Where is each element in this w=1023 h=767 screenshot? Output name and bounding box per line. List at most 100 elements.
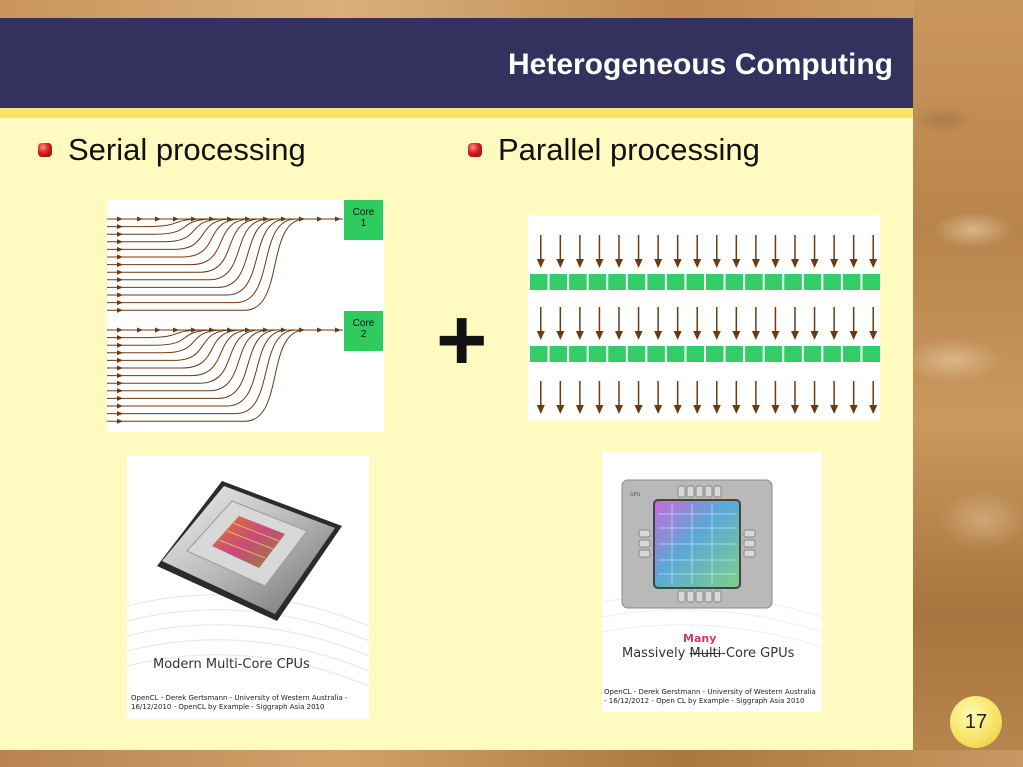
- serial-flow-arrow: [299, 327, 305, 333]
- parallel-row: [530, 381, 880, 436]
- background-bottom-strip: [0, 750, 1023, 767]
- serial-input-path: [107, 329, 343, 399]
- serial-flow-arrow: [227, 216, 233, 222]
- parallel-lane-arrow: [634, 405, 643, 414]
- parallel-lane-arrow: [634, 331, 643, 340]
- parallel-core-block: [745, 274, 763, 290]
- gpu-caption: Massively Multi-Core GPUs: [622, 646, 794, 661]
- parallel-lane-arrow: [536, 259, 545, 268]
- parallel-lane-arrow: [751, 331, 760, 340]
- parallel-lane-arrow: [810, 259, 819, 268]
- parallel-core-block: [666, 346, 685, 362]
- parallel-lane-arrow: [751, 259, 760, 268]
- serial-input-path: [107, 329, 343, 384]
- parallel-lane-arrow: [654, 331, 663, 340]
- parallel-core-block: [842, 274, 861, 290]
- parallel-core-block: [647, 274, 665, 290]
- parallel-core-block: [706, 274, 724, 290]
- parallel-lane-arrow: [595, 259, 604, 268]
- parallel-lane-arrow: [791, 331, 799, 340]
- parallel-lane-arrow: [673, 331, 682, 340]
- parallel-lane-arrow: [556, 405, 565, 414]
- serial-flow-arrow: [191, 327, 197, 333]
- parallel-lane-arrow: [849, 331, 858, 340]
- parallel-lane-arrow: [712, 259, 721, 268]
- parallel-core-block: [725, 274, 744, 290]
- title-underline: [0, 108, 913, 118]
- parallel-lane-arrow: [751, 405, 760, 414]
- serial-input-arrow: [117, 342, 123, 348]
- background-top-strip: [0, 0, 1023, 18]
- serial-input-arrow: [117, 224, 123, 230]
- gpu-caption-end: -Core GPUs: [721, 646, 795, 661]
- parallel-lane-arrow: [830, 405, 839, 414]
- parallel-core-block: [608, 346, 626, 362]
- serial-input-arrow: [117, 411, 123, 417]
- parallel-core-block: [706, 346, 724, 362]
- parallel-lane-arrow: [536, 331, 545, 340]
- parallel-lane-arrow: [654, 405, 663, 414]
- parallel-lane-arrow: [732, 331, 741, 340]
- parallel-diagram-svg: [530, 235, 880, 436]
- serial-input-arrow: [117, 327, 123, 333]
- serial-input-arrow: [117, 357, 123, 363]
- parallel-lane-arrow: [869, 259, 878, 268]
- serial-input-arrow: [117, 246, 123, 252]
- serial-input-arrow: [117, 350, 123, 356]
- serial-input-path: [107, 329, 343, 415]
- serial-flow-arrow: [335, 216, 341, 222]
- gpu-caption-struck: Multi: [689, 646, 722, 661]
- background-sand-image: [913, 0, 1023, 767]
- serial-input-path: [107, 218, 343, 288]
- parallel-lane-arrow: [654, 259, 663, 268]
- parallel-core-block: [569, 346, 587, 362]
- parallel-core-block: [862, 274, 880, 290]
- serial-flow-arrow: [335, 327, 341, 333]
- parallel-core-block: [823, 346, 841, 362]
- serial-flow-arrow: [281, 216, 287, 222]
- bullet-serial: Serial processing: [38, 132, 306, 168]
- parallel-core-block: [569, 274, 587, 290]
- parallel-core-block: [725, 346, 744, 362]
- parallel-core-block: [627, 274, 646, 290]
- serial-flow-arrow: [317, 216, 323, 222]
- parallel-lane-arrow: [771, 259, 780, 268]
- serial-input-arrow: [117, 269, 123, 275]
- gpu-image: GPU Many Massively Multi-Core GPUs OpenC…: [602, 452, 822, 712]
- parallel-core-block: [549, 346, 568, 362]
- parallel-lane-arrow: [712, 405, 721, 414]
- serial-flow-arrow: [263, 327, 269, 333]
- serial-flow-arrow: [137, 327, 143, 333]
- serial-input-arrow: [117, 373, 123, 379]
- cpu-chip-illustration: [127, 481, 369, 687]
- parallel-lane-arrow: [810, 331, 819, 340]
- parallel-diagram: [528, 215, 880, 436]
- serial-input-arrow: [117, 388, 123, 394]
- gpu-chip-label: GPU: [630, 492, 641, 498]
- parallel-lane-arrow: [634, 259, 643, 268]
- serial-input-path: [107, 218, 343, 228]
- parallel-lane-arrow: [869, 331, 878, 340]
- core-label: Core: [353, 207, 375, 218]
- title-bar: Heterogeneous Computing: [0, 18, 913, 108]
- parallel-core-block: [745, 346, 763, 362]
- cpu-credit-line2: 16/12/2010 - OpenCL by Example - Siggrap…: [131, 703, 325, 711]
- parallel-lane-arrow: [869, 405, 878, 414]
- parallel-row: [530, 235, 880, 290]
- parallel-lane-arrow: [732, 259, 741, 268]
- core-label: 2: [361, 329, 367, 340]
- serial-flow-arrow: [299, 216, 305, 222]
- core-label: Core: [353, 318, 375, 329]
- parallel-core-block: [764, 346, 783, 362]
- cpu-image: Modern Multi-Core CPUs OpenCL - Derek Ge…: [127, 456, 369, 719]
- serial-flow-arrow: [209, 327, 215, 333]
- serial-flow-arrow: [191, 216, 197, 222]
- serial-input-path: [107, 218, 343, 311]
- cpu-caption: Modern Multi-Core CPUs: [153, 657, 310, 672]
- parallel-lane-arrow: [732, 405, 741, 414]
- serial-input-arrow: [117, 395, 123, 401]
